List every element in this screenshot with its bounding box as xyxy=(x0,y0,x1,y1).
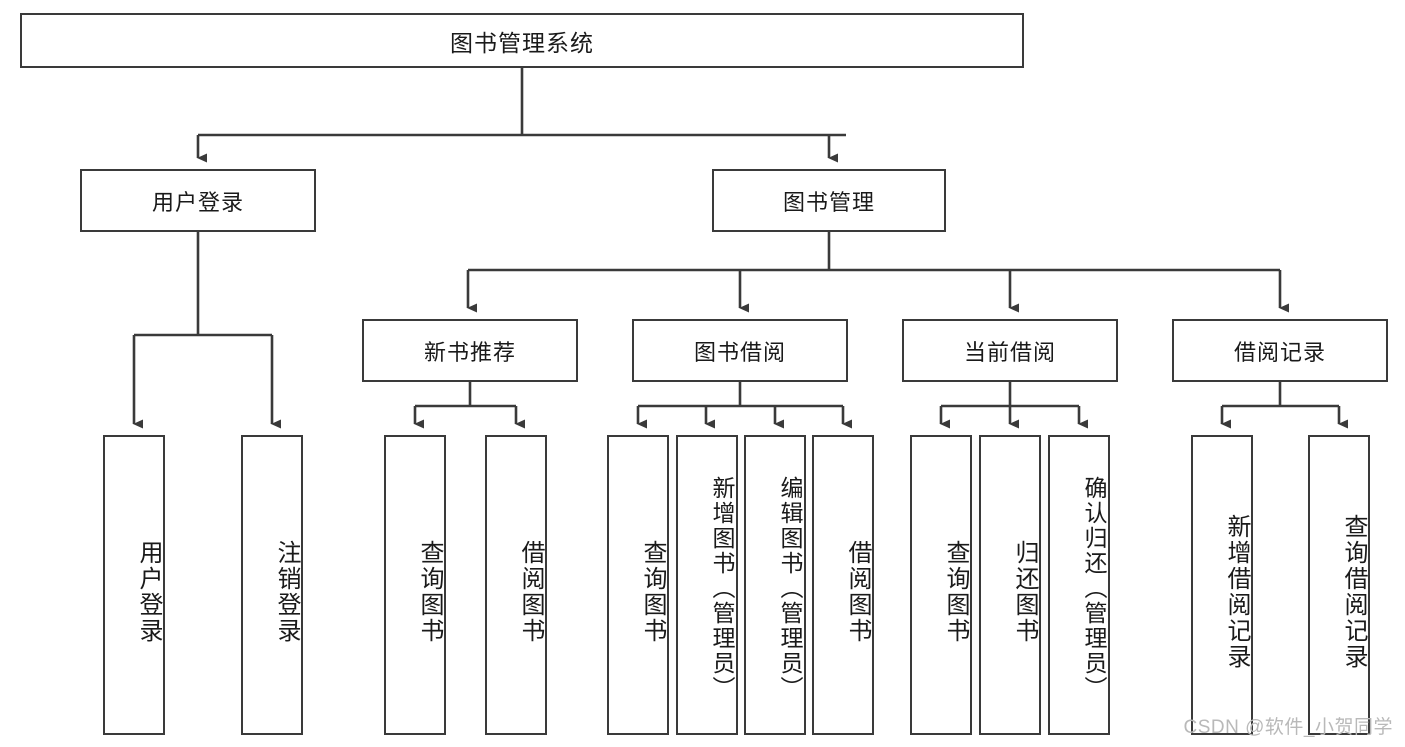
node-label: 查询图书 xyxy=(416,540,443,644)
leaf-current-confirm-return-admin[interactable]: 确认归还（管理员） xyxy=(1048,435,1110,735)
node-label: 图书管理 xyxy=(782,189,875,215)
node-label: 新增图书（管理员） xyxy=(709,475,735,701)
node-label: 用户登录 xyxy=(135,540,162,644)
node-label: 查询借阅记录 xyxy=(1340,514,1367,670)
leaf-recommend-borrow-book[interactable]: 借阅图书 xyxy=(485,435,547,735)
node-label: 图书管理系统 xyxy=(450,29,594,56)
leaf-user-login-signin[interactable]: 用户登录 xyxy=(103,435,165,735)
node-label: 借阅图书 xyxy=(517,540,544,644)
node-label: 确认归还（管理员） xyxy=(1081,475,1107,701)
node-label: 当前借阅 xyxy=(963,339,1056,365)
node-label: 查询图书 xyxy=(639,540,666,644)
node-book-borrow[interactable]: 图书借阅 xyxy=(632,319,848,382)
node-book-management[interactable]: 图书管理 xyxy=(712,169,946,232)
node-label: 注销登录 xyxy=(273,540,300,644)
node-label: 借阅图书 xyxy=(844,540,871,644)
node-label: 新书推荐 xyxy=(423,339,516,365)
watermark-text: CSDN @软件_小贺同学 xyxy=(1183,717,1393,738)
leaf-borrow-edit-book-admin[interactable]: 编辑图书（管理员） xyxy=(744,435,806,735)
node-label: 图书借阅 xyxy=(693,339,786,365)
leaf-current-query-book[interactable]: 查询图书 xyxy=(910,435,972,735)
node-current-borrow[interactable]: 当前借阅 xyxy=(902,319,1118,382)
node-root-system[interactable]: 图书管理系统 xyxy=(20,13,1024,68)
node-label: 查询图书 xyxy=(942,540,969,644)
leaf-borrow-borrow-book[interactable]: 借阅图书 xyxy=(812,435,874,735)
node-label: 归还图书 xyxy=(1011,540,1038,644)
node-user-login[interactable]: 用户登录 xyxy=(80,169,316,232)
leaf-record-query-record[interactable]: 查询借阅记录 xyxy=(1308,435,1370,735)
leaf-current-return-book[interactable]: 归还图书 xyxy=(979,435,1041,735)
node-label: 用户登录 xyxy=(151,189,244,215)
leaf-borrow-query-book[interactable]: 查询图书 xyxy=(607,435,669,735)
node-label: 编辑图书（管理员） xyxy=(777,475,803,701)
leaf-record-add-record[interactable]: 新增借阅记录 xyxy=(1191,435,1253,735)
leaf-user-login-signout[interactable]: 注销登录 xyxy=(241,435,303,735)
leaf-borrow-add-book-admin[interactable]: 新增图书（管理员） xyxy=(676,435,738,735)
node-borrow-record[interactable]: 借阅记录 xyxy=(1172,319,1388,382)
node-new-book-recommend[interactable]: 新书推荐 xyxy=(362,319,578,382)
node-label: 新增借阅记录 xyxy=(1223,514,1250,670)
leaf-recommend-query-book[interactable]: 查询图书 xyxy=(384,435,446,735)
node-label: 借阅记录 xyxy=(1233,339,1326,365)
